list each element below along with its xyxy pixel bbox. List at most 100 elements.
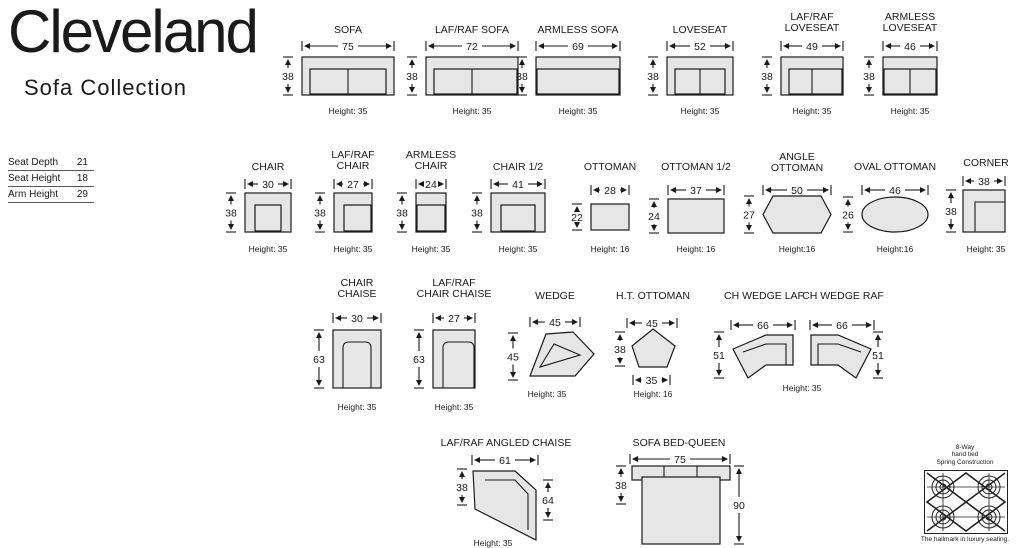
arrow-up-icon [948,192,954,198]
arrow-down-icon [617,358,623,364]
width-value: 46 [904,41,916,53]
arrow-down-icon [650,87,656,93]
arrow-right-icon [510,43,516,49]
spec-row: Seat Depth 21 [8,155,94,171]
arrow-up-icon [716,334,722,340]
depth-value: 38 [945,206,957,218]
arrow-left-icon [812,322,818,328]
piece-name: LOVESEAT [673,24,728,36]
piece-name: CHAIR [415,160,448,172]
arrow-right-icon [364,181,370,187]
arrow-down-icon [285,87,291,93]
seat-outline [254,204,282,232]
width-value: 37 [690,185,702,197]
depth-value: 38 [406,71,418,83]
seat-outline [485,479,529,530]
arrow-right-icon [725,43,731,49]
width-value: 41 [512,179,524,191]
arrow-left-icon [765,187,771,193]
seat-outline [500,204,536,232]
arrow-down-icon [228,224,234,230]
spec-value: 18 [76,173,88,184]
piece-name: SOFA [334,24,362,36]
arrow-left-icon [247,181,253,187]
arrow-right-icon [823,187,829,193]
arrow-left-icon [965,178,971,184]
depth-value: 38 [282,71,294,83]
arrow-left-icon [428,43,434,49]
arrow-up-icon [399,195,405,201]
depth-value: 38 [471,208,483,220]
height-note: Height: 35 [793,106,832,116]
arrow-up-icon [651,201,657,207]
height-note: Height: 35 [499,244,538,254]
height-note: Height: 35 [338,402,377,412]
depth-value: 38 [863,71,875,83]
spring-coil-icon [925,472,1007,532]
arrow-down-icon [545,512,551,518]
seat-outline [416,204,446,232]
arrow-left-icon [336,181,342,187]
arrow-up-icon [459,471,465,477]
arrow-right-icon [716,187,722,193]
depth-value: 38 [314,208,326,220]
arrow-up-icon [650,59,656,65]
arrow-up-icon [510,335,516,341]
arrow-up-icon [519,59,525,65]
depth-value: 63 [413,354,425,366]
arrow-left-icon [493,181,499,187]
piece-outline [667,198,725,234]
piece-name: LAF/RAF [432,277,475,289]
arrow-down-icon [409,87,415,93]
width-value: 46 [889,185,901,197]
width-value: 27 [448,313,460,325]
depth-value: 51 [713,350,725,362]
arrow-up-icon [409,59,415,65]
arrow-left-icon [532,319,538,325]
piece-name: H.T. OTTOMAN [616,290,690,302]
width-value: 27 [347,179,359,191]
arrow-down-icon [519,87,525,93]
depth-value: 38 [516,71,528,83]
height-note: Height: 35 [559,106,598,116]
depth-value: 51 [872,350,884,362]
piece-name: LOVESEAT [785,22,840,34]
arrow-left-icon [733,322,739,328]
arrow-left-icon [669,43,675,49]
arrow-up-icon [617,334,623,340]
width-value: 24 [425,179,437,191]
arrow-up-icon [316,332,322,338]
arrow-up-icon [285,59,291,65]
arrow-up-icon [474,195,480,201]
height-note: Height: 35 [474,538,513,548]
piece-name: ANGLE [779,151,815,163]
arrow-up-icon [845,199,851,205]
seat-outline [538,343,582,368]
depth-value: 22 [571,212,583,224]
arrow-down-icon [651,225,657,231]
arrow-left-icon [538,43,544,49]
arrow-down-icon [618,496,624,502]
width-value: 72 [466,41,478,53]
spec-value: 21 [76,157,88,168]
arrow-down-icon [746,225,752,231]
seat-outline [817,343,862,365]
piece-outline [432,329,476,389]
arrow-down-icon [459,497,465,503]
width-value: 75 [674,454,686,466]
width-value: 28 [604,185,616,197]
depth-value: 24 [648,211,660,223]
spring-caption-line: hand tied [951,451,979,459]
spec-label: Seat Depth [8,157,59,168]
piece-name: CH WEDGE RAF [802,290,884,302]
arrow-right-icon [612,43,618,49]
arrow-down-icon [317,224,323,230]
height-note: Height: 35 [435,402,474,412]
arrow-down-icon [316,380,322,386]
piece-name: ARMLESS [885,11,935,23]
depth-value: 38 [647,71,659,83]
arrow-right-icon [283,181,289,187]
arrow-down-icon [948,224,954,230]
spec-label: Arm Height [8,189,59,200]
